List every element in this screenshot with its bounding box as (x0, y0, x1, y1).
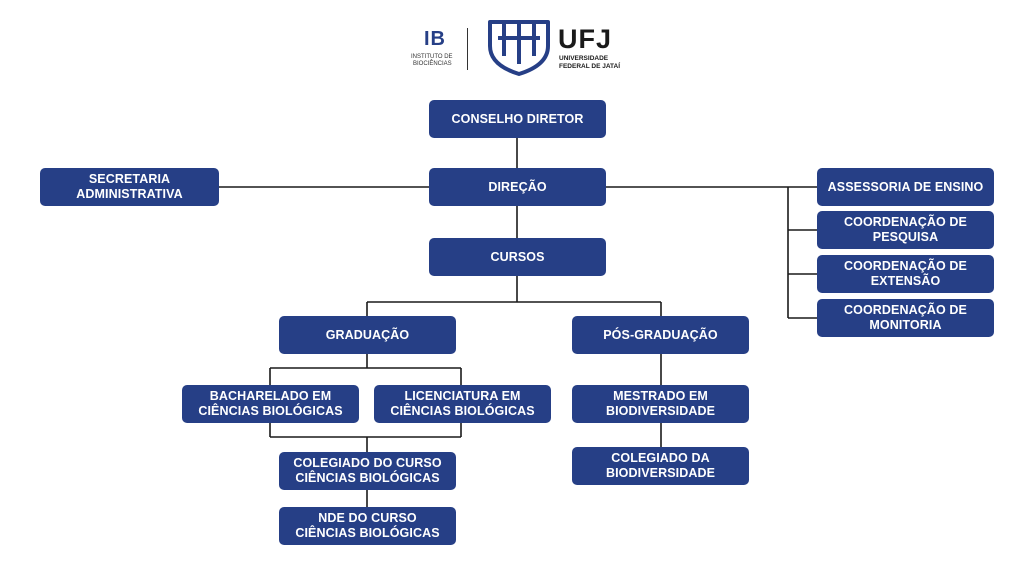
node-colegiado-curso: COLEGIADO DO CURSO CIÊNCIAS BIOLÓGICAS (279, 452, 456, 490)
ib-abbr: IB (424, 28, 446, 50)
node-coord-pesquisa-label-2: PESQUISA (872, 230, 939, 244)
node-colegiado-curso-label-2: CIÊNCIAS BIOLÓGICAS (295, 471, 440, 485)
node-mestrado-label-1: MESTRADO EM (613, 389, 708, 403)
node-mestrado: MESTRADO EM BIODIVERSIDADE (572, 385, 749, 423)
node-coord-extensao-label-2: EXTENSÃO (870, 274, 941, 288)
ufj-abbr: UFJ (558, 24, 613, 54)
node-coord-monitoria-label-2: MONITORIA (869, 318, 942, 332)
node-coordenacao-pesquisa: COORDENAÇÃO DE PESQUISA (817, 211, 994, 249)
node-direcao-label: DIREÇÃO (488, 179, 547, 194)
node-bacharelado: BACHARELADO EM CIÊNCIAS BIOLÓGICAS (182, 385, 359, 423)
node-cursos-label: CURSOS (490, 249, 545, 264)
node-graduacao: GRADUAÇÃO (279, 316, 456, 354)
node-coord-pesquisa-label-1: COORDENAÇÃO DE (844, 215, 967, 229)
node-conselho-diretor-label: CONSELHO DIRETOR (451, 111, 584, 126)
node-nde-label-1: NDE DO CURSO (318, 511, 417, 525)
node-bacharelado-label-2: CIÊNCIAS BIOLÓGICAS (198, 404, 343, 418)
node-mestrado-label-2: BIODIVERSIDADE (605, 404, 716, 418)
node-nde-label-2: CIÊNCIAS BIOLÓGICAS (295, 526, 440, 540)
node-colegiado-curso-label-1: COLEGIADO DO CURSO (293, 456, 442, 470)
node-graduacao-label: GRADUAÇÃO (325, 327, 410, 342)
node-direcao: DIREÇÃO (429, 168, 606, 206)
node-coord-monitoria-label-1: COORDENAÇÃO DE (844, 303, 967, 317)
ufj-name-line2: FEDERAL DE JATAÍ (559, 63, 621, 70)
logo-divider (467, 28, 468, 70)
node-coordenacao-extensao: COORDENAÇÃO DE EXTENSÃO (817, 255, 994, 293)
node-pos-graduacao: PÓS-GRADUAÇÃO (572, 316, 749, 354)
node-colegiado-biodiversidade: COLEGIADO DA BIODIVERSIDADE (572, 447, 749, 485)
ufj-name-line1: UNIVERSIDADE (559, 55, 609, 62)
node-pos-graduacao-label: PÓS-GRADUAÇÃO (603, 327, 718, 342)
node-cursos: CURSOS (429, 238, 606, 276)
node-coord-extensao-label-1: COORDENAÇÃO DE (844, 259, 967, 273)
node-secretaria-administrativa: SECRETARIA ADMINISTRATIVA (40, 168, 219, 206)
node-assessoria-label: ASSESSORIA DE ENSINO (827, 179, 984, 194)
node-conselho-diretor: CONSELHO DIRETOR (429, 100, 606, 138)
ib-name-line2: BIOCIÊNCIAS (413, 61, 452, 67)
node-coordenacao-monitoria: COORDENAÇÃO DE MONITORIA (817, 299, 994, 337)
node-nde-curso: NDE DO CURSO CIÊNCIAS BIOLÓGICAS (279, 507, 456, 545)
node-colegiado-bio-label-2: BIODIVERSIDADE (605, 466, 716, 480)
node-licenciatura-label-1: LICENCIATURA EM (404, 389, 521, 403)
node-licenciatura-label-2: CIÊNCIAS BIOLÓGICAS (390, 404, 535, 418)
node-assessoria-de-ensino: ASSESSORIA DE ENSINO (817, 168, 994, 206)
node-licenciatura: LICENCIATURA EM CIÊNCIAS BIOLÓGICAS (374, 385, 551, 423)
ufj-shield-icon (488, 20, 550, 76)
ib-name-line1: INSTITUTO DE (411, 54, 453, 60)
node-bacharelado-label-1: BACHARELADO EM (209, 389, 332, 403)
node-secretaria-label-1: SECRETARIA (88, 172, 171, 186)
node-secretaria-label-2: ADMINISTRATIVA (76, 187, 183, 201)
node-colegiado-bio-label-1: COLEGIADO DA (611, 451, 710, 465)
